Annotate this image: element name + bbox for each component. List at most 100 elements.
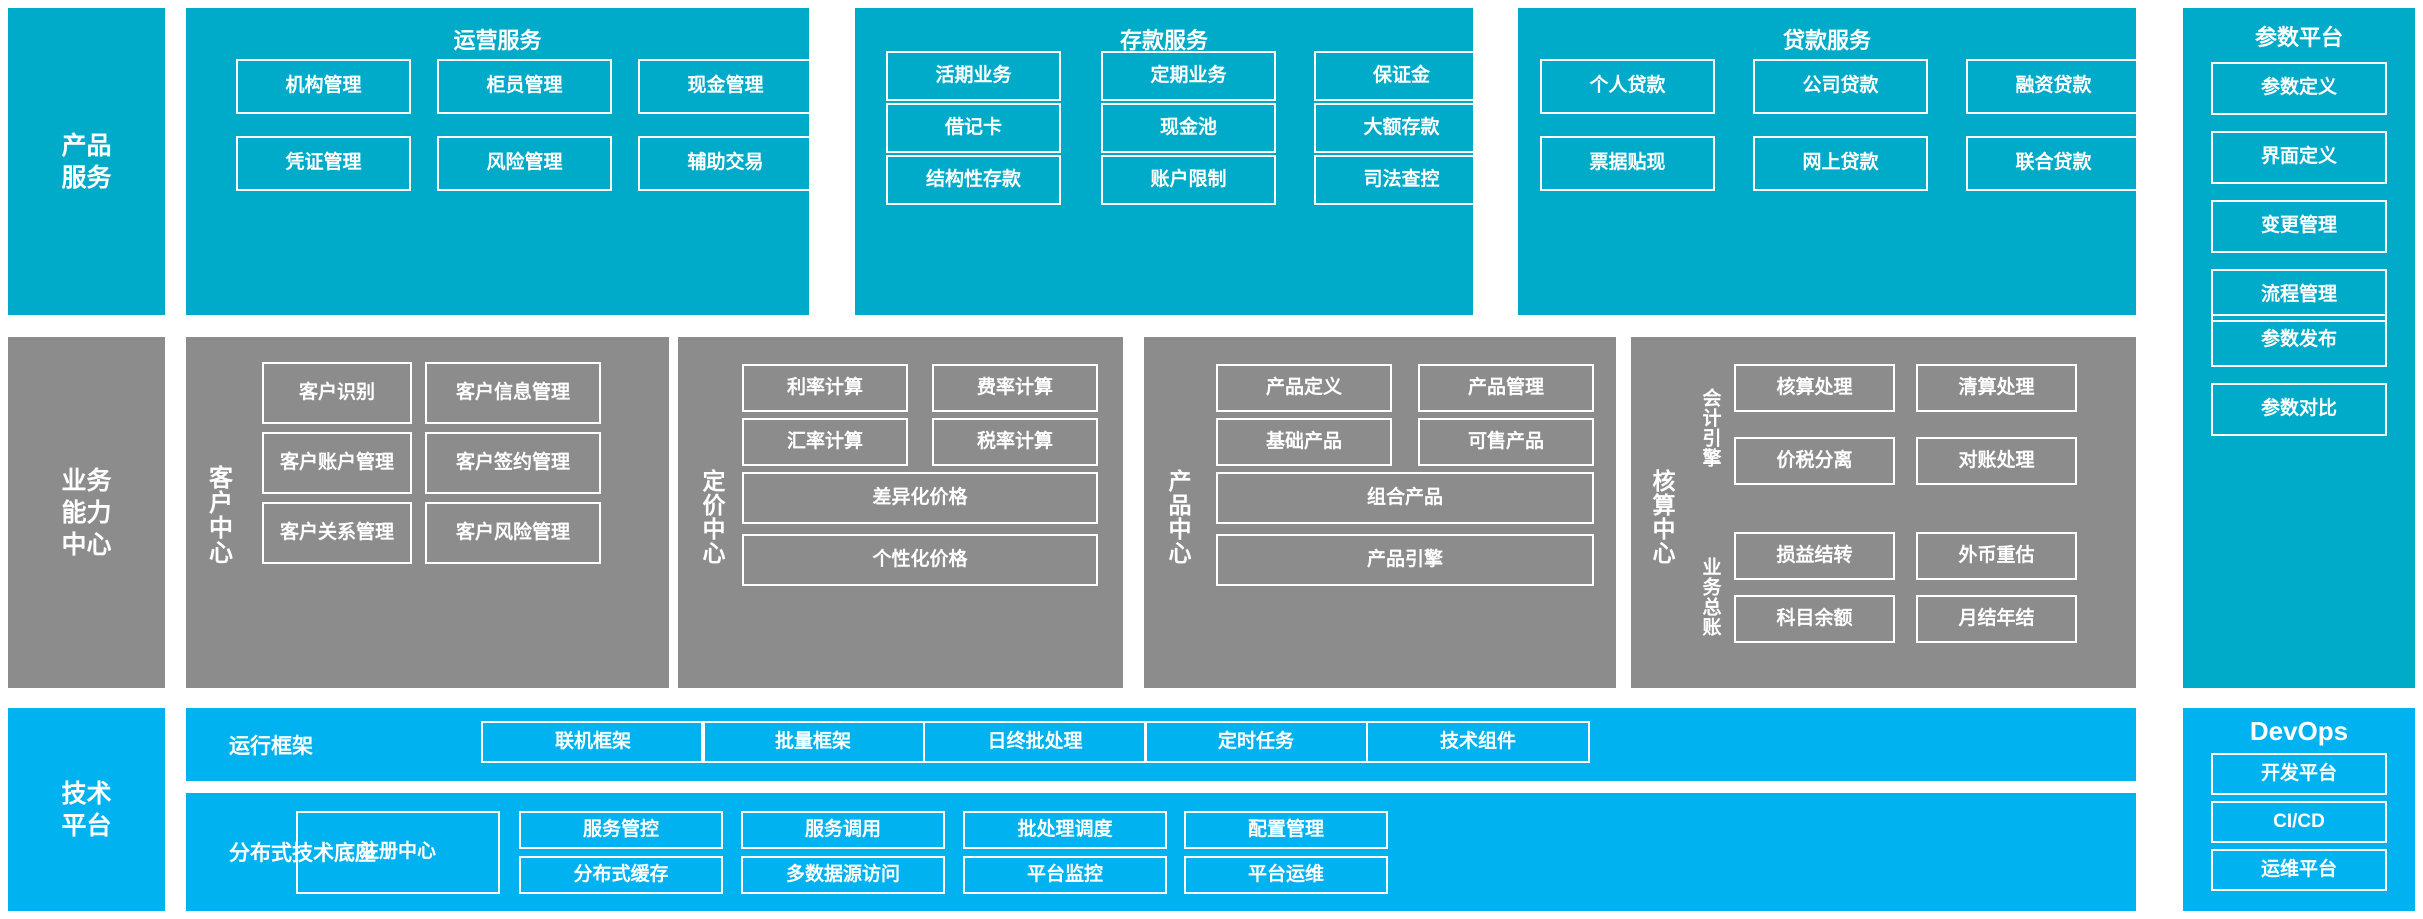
tech-chip[interactable]: 多数据源访问 [741, 856, 945, 894]
center-label-accounting: 核算中心 [1649, 469, 1675, 565]
capability-chip[interactable]: 损益结转 [1734, 532, 1895, 580]
parameter-chip[interactable]: 流程管理 [2211, 269, 2387, 322]
service-chip[interactable]: 账户限制 [1101, 155, 1276, 205]
capability-chip[interactable]: 产品定义 [1216, 364, 1392, 412]
capability-chip[interactable]: 客户信息管理 [425, 362, 601, 424]
tech-chip[interactable]: 服务管控 [519, 811, 723, 849]
service-chip[interactable]: 风险管理 [437, 136, 612, 191]
tech-chip[interactable]: 批处理调度 [963, 811, 1167, 849]
capability-chip[interactable]: 外币重估 [1916, 532, 2077, 580]
capability-chip[interactable]: 产品管理 [1418, 364, 1594, 412]
subgroup-label-accounting-engine: 会计引擎 [1699, 387, 1721, 468]
service-chip[interactable]: 现金管理 [638, 59, 813, 114]
capability-chip[interactable]: 可售产品 [1418, 418, 1594, 466]
capability-chip[interactable]: 基础产品 [1216, 418, 1392, 466]
service-chip[interactable]: 借记卡 [886, 103, 1061, 153]
capability-chip[interactable]: 客户签约管理 [425, 432, 601, 494]
tech-chip[interactable]: 配置管理 [1184, 811, 1388, 849]
parameter-chip[interactable]: 参数定义 [2211, 62, 2387, 115]
tech-chip[interactable]: 批量框架 [701, 721, 925, 763]
capability-chip[interactable]: 清算处理 [1916, 364, 2077, 412]
capability-chip[interactable]: 客户关系管理 [262, 502, 412, 564]
tech-chip[interactable]: 日终批处理 [923, 721, 1147, 763]
capability-chip[interactable]: 价税分离 [1734, 437, 1895, 485]
tech-chip[interactable]: 联机框架 [481, 721, 705, 763]
capability-chip[interactable]: 客户风险管理 [425, 502, 601, 564]
group-title-deposit-services: 存款服务 [1119, 28, 1208, 53]
gutter-vertical [2136, 337, 2183, 688]
service-chip[interactable]: 凭证管理 [236, 136, 411, 191]
center-product-panel: 产品中心 产品定义 产品管理 基础产品 可售产品 组合产品 产品引擎 [1144, 337, 1616, 688]
panel-parameter-platform: 参数平台 参数定义 界面定义 变更管理 流程管理 参数发布 参数对比 [2183, 8, 2415, 688]
devops-chip[interactable]: CI/CD [2211, 801, 2387, 843]
capability-chip[interactable]: 税率计算 [932, 418, 1098, 466]
devops-title: DevOps [2249, 716, 2349, 746]
capability-chip[interactable]: 对账处理 [1916, 437, 2077, 485]
parameter-chip[interactable]: 参数发布 [2211, 314, 2387, 367]
service-chip[interactable]: 活期业务 [886, 51, 1061, 101]
devops-chip[interactable]: 运维平台 [2211, 849, 2387, 891]
capability-chip[interactable]: 科目余额 [1734, 595, 1895, 643]
band-label-line2: 平台 [61, 811, 112, 840]
service-chip[interactable]: 辅助交易 [638, 136, 813, 191]
capability-chip[interactable]: 客户识别 [262, 362, 412, 424]
center-customer-panel: 客户中心 客户识别 客户信息管理 客户账户管理 客户签约管理 客户关系管理 客户… [186, 337, 669, 688]
service-chip[interactable]: 大额存款 [1314, 103, 1489, 153]
capability-chip[interactable]: 核算处理 [1734, 364, 1895, 412]
parameter-chip[interactable]: 变更管理 [2211, 200, 2387, 253]
tech-chip[interactable]: 平台监控 [963, 856, 1167, 894]
service-chip[interactable]: 机构管理 [236, 59, 411, 114]
tech-chip[interactable]: 分布式缓存 [519, 856, 723, 894]
band-label-line3: 中心 [61, 530, 112, 559]
capability-chip-wide[interactable]: 组合产品 [1216, 472, 1594, 524]
service-chip[interactable]: 保证金 [1314, 51, 1489, 101]
parameter-chip[interactable]: 界面定义 [2211, 131, 2387, 184]
tech-chip[interactable]: 平台运维 [1184, 856, 1388, 894]
parameter-chip[interactable]: 参数对比 [2211, 383, 2387, 436]
center-label-pricing: 定价中心 [699, 469, 725, 565]
capability-chip-wide[interactable]: 差异化价格 [742, 472, 1098, 524]
subgroup-label-general-ledger: 业务总账 [1699, 557, 1721, 637]
center-label-customer: 客户中心 [204, 465, 232, 565]
capability-chip-wide[interactable]: 个性化价格 [742, 534, 1098, 586]
tech-chip[interactable]: 服务调用 [741, 811, 945, 849]
capability-chip[interactable]: 费率计算 [932, 364, 1098, 412]
band-label-line1: 业务 [61, 466, 112, 495]
service-chip[interactable]: 柜员管理 [437, 59, 612, 114]
capability-chip[interactable]: 客户账户管理 [262, 432, 412, 494]
row-label-distributed-foundation: 分布式技术底座 [229, 842, 376, 865]
band-label-line2: 服务 [61, 163, 112, 192]
tech-chip-anchor[interactable]: 注册中心 [296, 811, 500, 894]
band-label-line2: 能力 [61, 498, 112, 527]
center-pricing-panel: 定价中心 利率计算 费率计算 汇率计算 税率计算 差异化价格 个性化价格 [678, 337, 1123, 688]
service-chip[interactable]: 融资贷款 [1966, 59, 2141, 114]
service-chip[interactable]: 司法查控 [1314, 155, 1489, 205]
service-chip[interactable]: 公司贷款 [1753, 59, 1928, 114]
service-chip[interactable]: 联合贷款 [1966, 136, 2141, 191]
service-chip[interactable]: 个人贷款 [1540, 59, 1715, 114]
band-label-product-services: 产品 服务 [8, 8, 165, 315]
row-distributed-foundation: 分布式技术底座 注册中心 服务管控 服务调用 批处理调度 配置管理 分布式缓存 … [186, 793, 2136, 911]
tech-chip[interactable]: 技术组件 [1366, 721, 1590, 763]
parameter-platform-title: 参数平台 [2254, 25, 2343, 50]
service-chip[interactable]: 定期业务 [1101, 51, 1276, 101]
group-title-loan-services: 贷款服务 [1782, 28, 1871, 53]
tech-chip[interactable]: 定时任务 [1144, 721, 1368, 763]
service-chip[interactable]: 票据贴现 [1540, 136, 1715, 191]
band-label-line1: 产品 [61, 131, 112, 160]
panel-devops: DevOps 开发平台 CI/CD 运维平台 [2183, 708, 2415, 911]
capability-chip[interactable]: 利率计算 [742, 364, 908, 412]
capability-chip-wide[interactable]: 产品引擎 [1216, 534, 1594, 586]
service-chip[interactable]: 现金池 [1101, 103, 1276, 153]
capability-chip[interactable]: 月结年结 [1916, 595, 2077, 643]
group-deposit-services: 存款服务 活期业务 定期业务 保证金 借记卡 现金池 大额存款 结构性存款 账户… [855, 8, 1489, 315]
group-operation-services: 运营服务 机构管理 柜员管理 现金管理 凭证管理 风险管理 辅助交易 [186, 8, 813, 315]
center-accounting-panel: 核算中心 会计引擎 业务总账 核算处理 清算处理 价税分离 对账处理 损益结转 … [1631, 337, 2136, 688]
band-label-line1: 技术 [61, 779, 112, 808]
service-chip[interactable]: 网上贷款 [1753, 136, 1928, 191]
devops-chip[interactable]: 开发平台 [2211, 753, 2387, 795]
gutter-vertical [1123, 337, 1144, 688]
capability-chip[interactable]: 汇率计算 [742, 418, 908, 466]
service-chip[interactable]: 结构性存款 [886, 155, 1061, 205]
